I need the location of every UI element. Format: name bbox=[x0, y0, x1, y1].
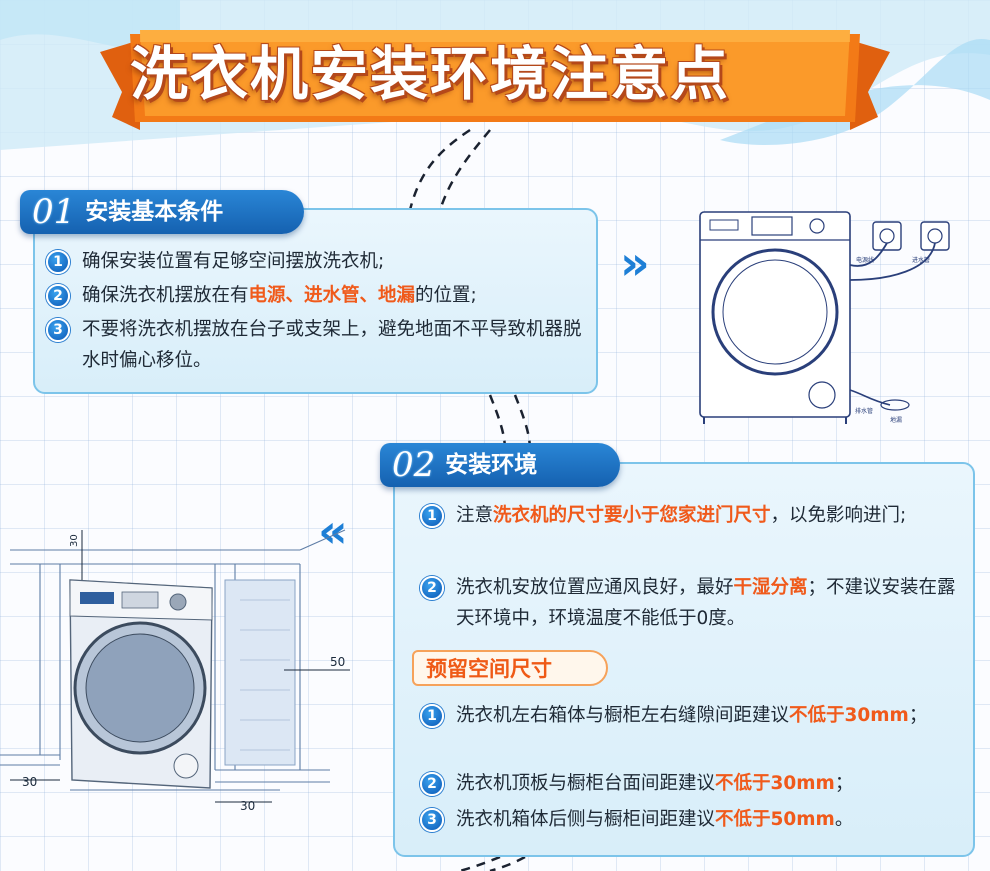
section-1-tab: 01 安装基本条件 bbox=[20, 190, 304, 234]
section-1-number: 01 bbox=[32, 192, 76, 232]
section-basic-conditions-card bbox=[33, 208, 598, 394]
section-1-title: 安装基本条件 bbox=[85, 199, 224, 225]
dim-bottom-label: 30 bbox=[240, 799, 255, 813]
number-badge: 3 bbox=[420, 808, 444, 832]
chevron-right-icon: » bbox=[620, 236, 650, 290]
list-item: 2 确保洗衣机摆放在有电源、进水管、地漏的位置; bbox=[46, 280, 586, 311]
number-badge: 3 bbox=[46, 318, 70, 342]
list-item: 3 不要将洗衣机摆放在台子或支架上，避免地面不平导致机器脱水时偏心移位。 bbox=[46, 314, 591, 376]
number-badge: 2 bbox=[420, 772, 444, 796]
inlet-hose-label: 进水管 bbox=[912, 256, 930, 264]
washer-connection-diagram: 电源线 进水管 排水管 地漏 bbox=[699, 211, 950, 424]
list-item: 1 注意洗衣机的尺寸要小于您家进门尺寸，以免影响进门; bbox=[420, 500, 965, 531]
reserved-space-subheader: 预留空间尺寸 bbox=[412, 650, 608, 686]
number-badge: 2 bbox=[420, 576, 444, 600]
number-badge: 1 bbox=[46, 250, 70, 274]
section-2-tab: 02 安装环境 bbox=[380, 443, 620, 487]
page-title: 洗衣机安装环境注意点 bbox=[130, 40, 731, 108]
number-badge: 2 bbox=[46, 284, 70, 308]
title-banner bbox=[100, 30, 890, 130]
list-item: 2 洗衣机安放位置应通风良好，最好干湿分离；不建议安装在露天环境中，环境温度不能… bbox=[420, 572, 965, 634]
cabinet-clearance-diagram: 30 50 30 30 bbox=[0, 529, 350, 813]
dim-left-label: 30 bbox=[22, 775, 37, 789]
drain-hose-label: 排水管 bbox=[855, 407, 873, 415]
dim-top-label: 30 bbox=[69, 534, 80, 547]
list-item: 1 洗衣机左右箱体与橱柜左右缝隙间距建议不低于30mm； bbox=[420, 700, 965, 731]
floor-drain-label: 地漏 bbox=[890, 416, 902, 424]
list-item: 2 洗衣机顶板与橱柜台面间距建议不低于30mm； bbox=[420, 768, 965, 799]
power-cord-label: 电源线 bbox=[856, 256, 874, 264]
list-item: 1 确保安装位置有足够空间摆放洗衣机; bbox=[46, 246, 586, 277]
section-2-title: 安装环境 bbox=[445, 452, 538, 478]
number-badge: 1 bbox=[420, 704, 444, 728]
section-2-number: 02 bbox=[392, 445, 436, 485]
number-badge: 1 bbox=[420, 504, 444, 528]
dim-back-label: 50 bbox=[330, 655, 345, 669]
list-item: 3 洗衣机箱体后侧与橱柜间距建议不低于50mm。 bbox=[420, 804, 965, 835]
